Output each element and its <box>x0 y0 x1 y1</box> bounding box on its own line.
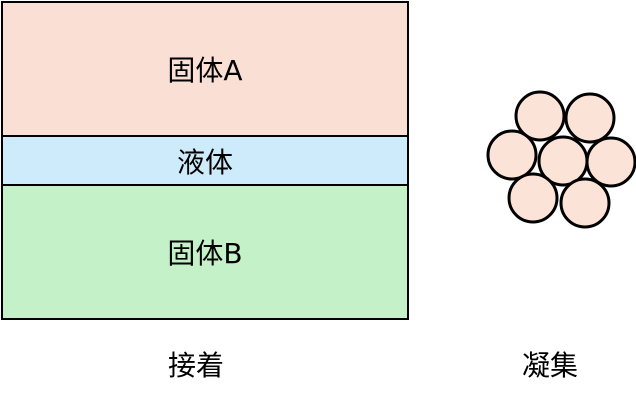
particle <box>564 92 616 144</box>
solid-a-layer: 固体A <box>1 1 409 137</box>
particle <box>507 172 559 224</box>
particle <box>585 136 636 188</box>
solid-b-label: 固体B <box>167 237 243 270</box>
aggregation-caption: 凝集 <box>522 349 579 382</box>
adhesion-caption: 接着 <box>168 349 225 382</box>
solid-a-label: 固体A <box>167 54 243 87</box>
solid-b-layer: 固体B <box>1 184 409 320</box>
particle <box>514 90 566 142</box>
liquid-label: 液体 <box>176 145 233 179</box>
particle <box>559 177 611 229</box>
particle <box>486 129 538 181</box>
